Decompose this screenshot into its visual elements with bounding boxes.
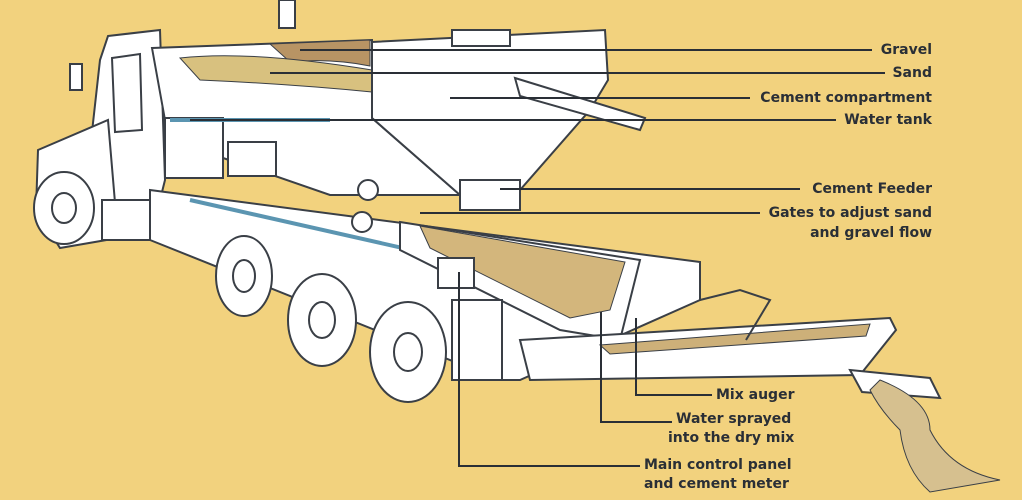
chassis-frame xyxy=(149,188,701,381)
label-mix-auger: Mix auger xyxy=(716,387,795,403)
concrete-pour xyxy=(869,379,1001,493)
label-control-panel-line1: Main control panel xyxy=(644,457,792,473)
leader-mix-auger xyxy=(635,318,712,396)
label-cement-compartment: Cement compartment xyxy=(760,90,932,106)
exhaust-stack xyxy=(278,0,296,29)
control-panel-box xyxy=(437,257,475,289)
label-water-tank: Water tank xyxy=(844,112,932,128)
label-gravel: Gravel xyxy=(880,42,932,58)
rear-wheel-3-hub xyxy=(393,332,423,372)
label-water-sprayed-line1: Water sprayed xyxy=(676,411,792,427)
leader-control-panel xyxy=(458,272,640,467)
cement-compartment xyxy=(371,28,610,197)
label-sand: Sand xyxy=(892,65,932,81)
gate-wheel-upper xyxy=(357,179,379,201)
label-gates-line2: and gravel flow xyxy=(810,225,932,241)
label-control-panel-line2: and cement meter xyxy=(644,476,789,492)
water-tank xyxy=(164,117,224,179)
cab-window xyxy=(110,52,144,134)
label-cement-feeder: Cement Feeder xyxy=(812,181,932,197)
ladder-rail xyxy=(513,76,647,132)
side-mirror xyxy=(69,63,83,91)
trough-aggregate xyxy=(419,225,626,319)
boom-support xyxy=(699,288,772,341)
leader-lines xyxy=(190,49,885,467)
rear-wheel-1-hub xyxy=(232,259,256,293)
rear-wheel-2-hub xyxy=(308,301,336,339)
gate-wheel-lower xyxy=(351,211,373,233)
tank-box xyxy=(227,141,277,177)
front-bumper xyxy=(101,199,155,241)
cement-feeder-housing xyxy=(459,179,521,211)
label-water-sprayed-line2: into the dry mix xyxy=(668,430,795,446)
cement-hatch xyxy=(451,29,511,47)
rear-frame xyxy=(451,299,503,381)
leader-water-sprayed xyxy=(600,312,672,423)
auger-concrete xyxy=(598,323,871,355)
label-gates-line1: Gates to adjust sand xyxy=(768,205,932,221)
front-wheel-hub xyxy=(51,192,77,224)
